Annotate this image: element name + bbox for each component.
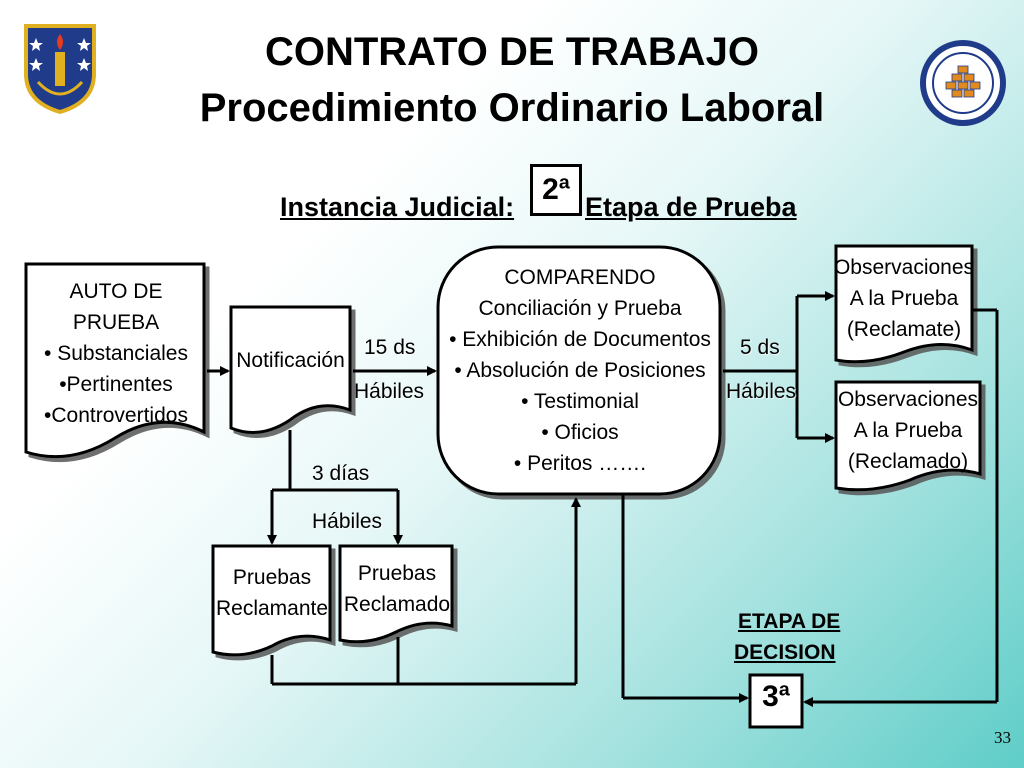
- comparendo-box-shape: [436, 245, 722, 496]
- habiles-1-label: Hábiles: [354, 380, 425, 403]
- pruebas-reclamado-text: Pruebas Reclamado: [343, 562, 451, 616]
- page-number: 33: [994, 728, 1011, 747]
- obs-reclamante-text: Observaciones A la Prueba (Reclamate): [833, 256, 975, 341]
- obs-reclamado-document-shape: [834, 380, 982, 492]
- page-subtitle: Procedimiento Ordinario Laboral: [199, 86, 825, 130]
- auto-prueba-document-shape: [24, 262, 206, 459]
- notificacion-document-shape: [229, 305, 352, 434]
- decision-stage-box-shape: [748, 673, 804, 729]
- pruebas-reclamado-document-shape: [338, 544, 454, 644]
- comparendo-text: COMPARENDO Conciliación y Prueba • Exhib…: [449, 266, 711, 475]
- decision-label: ETAPA DE DECISION: [734, 610, 841, 664]
- page-title: CONTRATO DE TRABAJO: [264, 30, 760, 74]
- instance-label: Instancia Judicial:: [280, 192, 515, 222]
- stage-3-badge: 3ª: [762, 680, 790, 713]
- pruebas-reclamante-text: Pruebas Reclamante: [215, 566, 329, 620]
- pruebas-reclamante-document-shape: [211, 544, 332, 657]
- stage-2-badge: 2ª: [530, 164, 582, 216]
- obs-reclamante-document-shape: [834, 244, 974, 364]
- university-emblem-logo: [22, 22, 98, 115]
- plazo-3-label: 3 días: [312, 462, 370, 485]
- stage-name-label: Etapa de Prueba: [585, 192, 797, 222]
- habiles-3-label: Hábiles: [312, 510, 383, 533]
- auto-prueba-text: AUTO DE PRUEBA • Substanciales •Pertinen…: [44, 280, 188, 427]
- notificacion-text: Notificación: [236, 349, 345, 372]
- plazo-15-label: 15 ds: [364, 336, 416, 359]
- plazo-5-label: 5 ds: [740, 336, 780, 359]
- habiles-2-label: Hábiles: [726, 380, 797, 403]
- obs-reclamado-text: Observaciones A la Prueba (Reclamado): [837, 388, 979, 473]
- faculty-seal-logo: [918, 40, 1008, 126]
